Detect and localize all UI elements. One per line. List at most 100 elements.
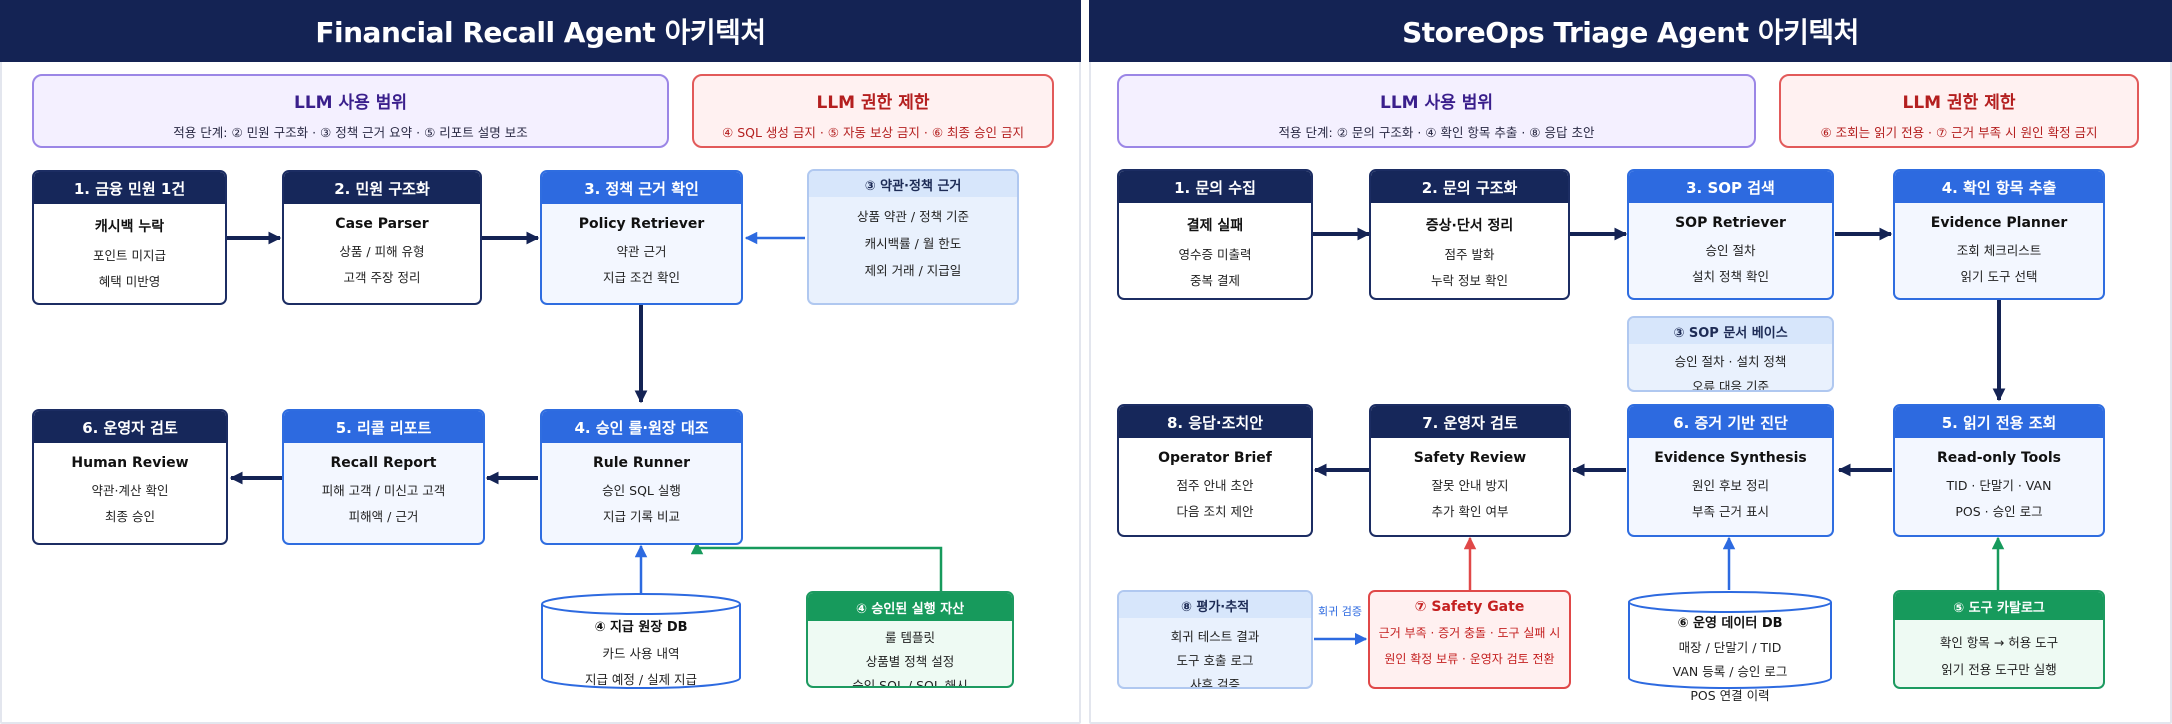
right-ops-db-line: POS 연결 이력 (1690, 688, 1770, 703)
right-node-3-source-title: ③ SOP 문서 베이스 (1629, 318, 1832, 344)
left-node-1-line: 포인트 미지급 (93, 248, 166, 263)
left-arrow-assets-4 (690, 541, 943, 592)
right-edge-label: 회귀 검증 (1318, 605, 1362, 618)
right-node-5-line: TID · 단말기 · VAN (1946, 478, 2052, 493)
right-panel-title: StoreOps Triage Agent 아키텍처 (1089, 0, 2172, 62)
right-node-8-line: 점주 안내 초안 (1176, 478, 1254, 493)
left-approved-assets: ④ 승인된 실행 자산 룰 템플릿 상품별 정책 설정 승인 SQL / SQL… (806, 591, 1014, 688)
right-panel: StoreOps Triage Agent 아키텍처 LLM 사용 범위 적용 … (1089, 0, 2172, 724)
left-node-2-line: 상품 / 피해 유형 (339, 244, 425, 259)
right-safety-gate-line: 근거 부족 · 증거 충돌 · 도구 실패 시 (1378, 626, 1561, 640)
right-llm-limit: LLM 권한 제한 ⑥ 조회는 읽기 전용 · ⑦ 근거 부족 시 원인 확정 … (1779, 74, 2139, 148)
right-node-6-title: 6. 증거 기반 진단 (1629, 406, 1832, 438)
right-node-4-line: 조회 체크리스트 (1956, 243, 2042, 258)
left-node-2: 2. 민원 구조화 Case Parser 상품 / 피해 유형 고객 주장 정… (282, 170, 482, 305)
right-safety-gate-title: ⑦ Safety Gate (1414, 599, 1525, 615)
right-node-1-title: 1. 문의 수집 (1119, 171, 1311, 203)
right-node-1-main: 결제 실패 (1186, 218, 1244, 234)
right-tool-catalog: ⑤ 도구 카탈로그 확인 항목 → 허용 도구 읽기 전용 도구만 실행 (1893, 590, 2105, 689)
left-llm-scope: LLM 사용 범위 적용 단계: ② 민원 구조화 · ③ 정책 근거 요약 ·… (32, 74, 669, 148)
right-llm-limit-title: LLM 권한 제한 (1902, 93, 2016, 113)
right-node-6: 6. 증거 기반 진단 Evidence Synthesis 원인 후보 정리 … (1627, 404, 1834, 537)
right-node-2: 2. 문의 구조화 증상·단서 정리 점주 발화 누락 정보 확인 (1369, 169, 1570, 300)
right-node-8-main: Operator Brief (1158, 450, 1272, 466)
right-arrows (1313, 227, 2006, 646)
right-node-6-main: Evidence Synthesis (1654, 450, 1807, 466)
left-arrows (227, 231, 943, 594)
right-node-3-source-line: 승인 절차 · 설치 정책 (1674, 354, 1787, 369)
right-tool-catalog-line: 확인 항목 → 허용 도구 (1939, 635, 2059, 650)
right-node-7: 7. 운영자 검토 Safety Review 잘못 안내 방지 추가 확인 여… (1369, 404, 1571, 537)
right-node-4: 4. 확인 항목 추출 Evidence Planner 조회 체크리스트 읽기… (1893, 169, 2105, 300)
right-node-7-line: 잘못 안내 방지 (1431, 478, 1509, 493)
left-node-3-source-line: 캐시백률 / 월 한도 (864, 236, 962, 251)
right-node-3-line: 설치 정책 확인 (1692, 269, 1769, 284)
right-node-2-line: 누락 정보 확인 (1431, 273, 1508, 288)
left-node-5-main: Recall Report (330, 455, 437, 471)
left-node-3-source-title: ③ 약관·정책 근거 (809, 171, 1017, 197)
left-node-5-line: 피해액 / 근거 (348, 509, 419, 524)
right-node-4-main: Evidence Planner (1930, 215, 2068, 231)
right-node-1-line: 영수증 미출력 (1178, 247, 1252, 262)
left-ledger-db-line: 카드 사용 내역 (602, 646, 680, 661)
right-ops-db-line: 매장 / 단말기 / TID (1678, 640, 1782, 655)
left-llm-limit: LLM 권한 제한 ④ SQL 생성 금지 · ⑤ 자동 보상 금지 · ⑥ 최… (692, 74, 1054, 148)
right-node-7-line: 추가 확인 여부 (1431, 504, 1509, 519)
database-cylinder-icon (1628, 591, 1832, 689)
right-node-4-line: 읽기 도구 선택 (1960, 269, 2038, 284)
left-node-6: 6. 운영자 검토 Human Review 약관·계산 확인 최종 승인 (32, 409, 228, 545)
right-eval-tracking-title: ⑧ 평가·추적 (1119, 592, 1311, 618)
left-llm-limit-text: ④ SQL 생성 금지 · ⑤ 자동 보상 금지 · ⑥ 최종 승인 금지 (722, 125, 1024, 140)
left-ledger-db-line: 지급 예정 / 실제 지급 (584, 672, 698, 687)
left-node-3-source-line: 제외 거래 / 지급일 (864, 263, 962, 278)
left-node-4-title: 4. 승인 룰·원장 대조 (542, 411, 741, 443)
left-approved-assets-title: ④ 승인된 실행 자산 (808, 593, 1012, 621)
left-node-6-title: 6. 운영자 검토 (34, 411, 226, 443)
left-node-3-line: 지급 조건 확인 (603, 270, 680, 285)
left-llm-scope-title: LLM 사용 범위 (294, 93, 407, 113)
right-node-4-title: 4. 확인 항목 추출 (1895, 171, 2103, 203)
left-node-3-title: 3. 정책 근거 확인 (542, 172, 741, 204)
left-ledger-db: ④ 지급 원장 DB 카드 사용 내역 지급 예정 / 실제 지급 (540, 592, 742, 690)
left-node-2-main: Case Parser (335, 216, 429, 232)
right-tool-catalog-title: ⑤ 도구 카탈로그 (1895, 592, 2103, 620)
left-node-3-line: 약관 근거 (616, 244, 667, 259)
left-llm-scope-text: 적용 단계: ② 민원 구조화 · ③ 정책 근거 요약 · ⑤ 리포트 설명 … (173, 125, 528, 140)
right-node-3-line: 승인 절차 (1705, 243, 1756, 258)
left-approved-assets-line: 승인 SQL / SQL 해시 (852, 678, 968, 688)
left-approved-assets-line: 룰 템플릿 (885, 630, 935, 645)
left-node-2-title: 2. 민원 구조화 (284, 172, 480, 204)
left-node-3-source: ③ 약관·정책 근거 상품 약관 / 정책 기준 캐시백률 / 월 한도 제외 … (807, 169, 1019, 305)
left-node-4-main: Rule Runner (593, 455, 690, 471)
left-node-5: 5. 리콜 리포트 Recall Report 피해 고객 / 미신고 고객 피… (282, 409, 485, 545)
right-node-2-main: 증상·단서 정리 (1425, 218, 1514, 234)
right-llm-scope-text: 적용 단계: ② 문의 구조화 · ④ 확인 항목 추출 · ⑧ 응답 초안 (1278, 125, 1595, 140)
right-eval-tracking-line: 회귀 테스트 결과 (1170, 629, 1260, 644)
right-node-2-title: 2. 문의 구조화 (1371, 171, 1568, 203)
left-panel-title: Financial Recall Agent 아키텍처 (0, 0, 1081, 62)
right-node-8-line: 다음 조치 제안 (1176, 504, 1254, 519)
right-node-1-line: 중복 결제 (1190, 273, 1240, 288)
left-node-3-main: Policy Retriever (578, 216, 705, 232)
right-node-5-line: POS · 승인 로그 (1955, 504, 2043, 519)
right-eval-tracking-line: 사후 검증 (1190, 677, 1240, 689)
left-node-4: 4. 승인 룰·원장 대조 Rule Runner 승인 SQL 실행 지급 기… (540, 409, 743, 545)
left-panel: Financial Recall Agent 아키텍처 LLM 사용 범위 적용… (0, 0, 1081, 724)
left-node-6-main: Human Review (71, 455, 189, 471)
right-node-8-title: 8. 응답·조치안 (1119, 406, 1311, 438)
right-node-6-line: 부족 근거 표시 (1692, 504, 1769, 519)
left-node-2-line: 고객 주장 정리 (343, 270, 421, 285)
left-node-6-line: 최종 승인 (105, 509, 155, 524)
right-node-8: 8. 응답·조치안 Operator Brief 점주 안내 초안 다음 조치 … (1117, 404, 1313, 537)
right-ops-db-title: ⑥ 운영 데이터 DB (1677, 616, 1783, 631)
right-llm-limit-text: ⑥ 조회는 읽기 전용 · ⑦ 근거 부족 시 원인 확정 금지 (1820, 125, 2098, 140)
left-llm-limit-title: LLM 권한 제한 (816, 93, 930, 113)
right-node-5-title: 5. 읽기 전용 조회 (1895, 406, 2103, 438)
right-eval-tracking-line: 도구 호출 로그 (1176, 653, 1254, 668)
right-node-5: 5. 읽기 전용 조회 Read-only Tools TID · 단말기 · … (1893, 404, 2105, 537)
right-safety-gate: ⑦ Safety Gate 근거 부족 · 증거 충돌 · 도구 실패 시 원인… (1368, 590, 1571, 689)
right-node-3-main: SOP Retriever (1675, 215, 1786, 231)
right-node-3-source-line: 오류 대응 기준 (1692, 379, 1769, 392)
left-node-1-main: 캐시백 누락 (94, 219, 165, 235)
right-node-3-source: ③ SOP 문서 베이스 승인 절차 · 설치 정책 오류 대응 기준 (1627, 316, 1834, 392)
